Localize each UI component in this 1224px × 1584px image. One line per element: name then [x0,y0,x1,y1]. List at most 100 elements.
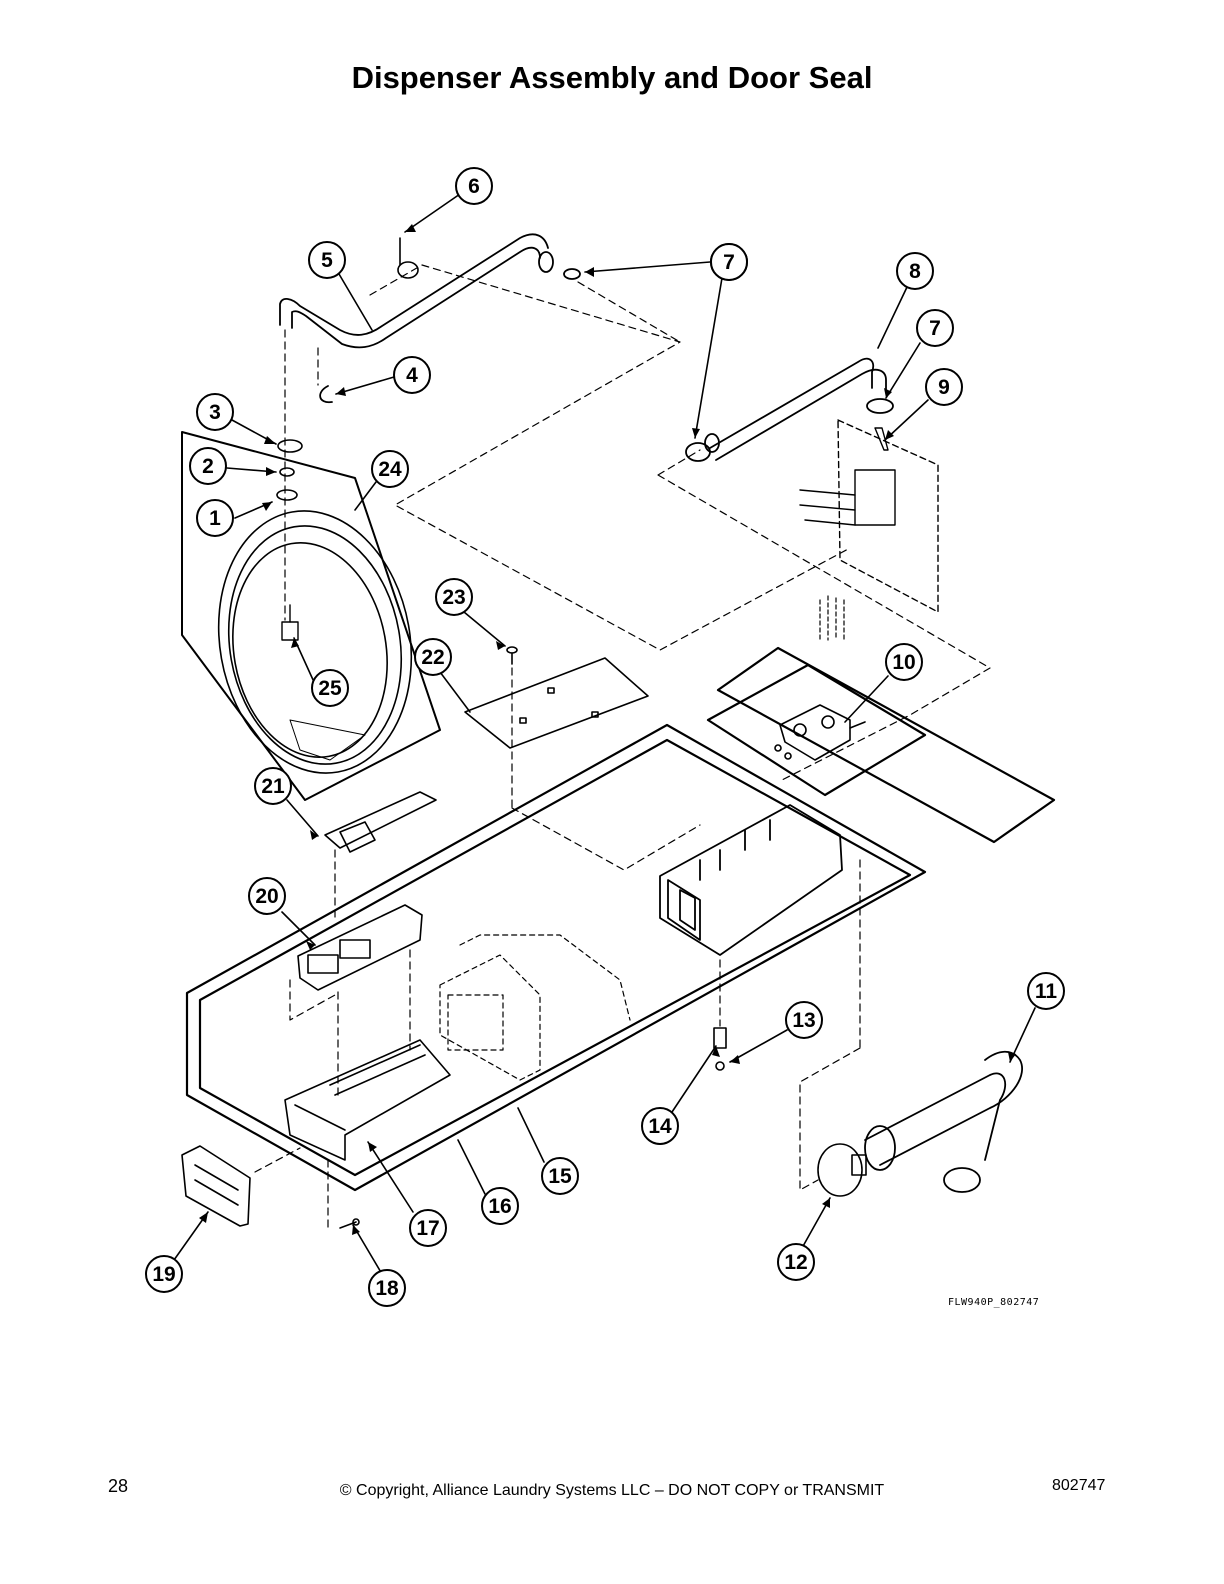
callout-4: 4 [393,356,431,394]
valve-bracket-frame [706,646,1056,844]
callout-9: 9 [925,368,963,406]
callout-circle [145,1255,183,1293]
callout-circle [189,447,227,485]
callout-circle [785,1001,823,1039]
callout-17: 17 [409,1209,447,1247]
callout-circle [641,1107,679,1145]
callout-23: 23 [435,578,473,616]
callout-circle [435,578,473,616]
upper-hose [279,233,554,349]
callout-25: 25 [311,669,349,707]
callout-22: 22 [414,638,452,676]
assembly-guide-lines [254,264,991,1233]
callout-6: 6 [455,167,493,205]
callout-3: 3 [196,393,234,431]
callout-13: 13 [785,1001,823,1039]
dispenser-cup-21 [324,791,437,853]
callout-circle [1027,972,1065,1010]
callout-circle [896,252,934,290]
cover-plate-22 [464,657,649,749]
callout-circle [925,368,963,406]
callout-12: 12 [777,1243,815,1281]
callout-label: 6 [468,175,480,198]
callout-label: 2 [202,455,214,478]
callout-14: 14 [641,1107,679,1145]
callout-label: 18 [375,1277,399,1300]
callout-7: 7 [710,243,748,281]
callout-label: 13 [792,1009,815,1032]
copyright-notice: © Copyright, Alliance Laundry Systems LL… [339,1482,885,1499]
inlet-valve-upper [799,419,939,613]
callout-circle [409,1209,447,1247]
callout-5: 5 [308,241,346,279]
callout-15: 15 [541,1157,579,1195]
callout-2: 2 [189,447,227,485]
callout-label: 8 [909,260,921,283]
callout-circle [455,167,493,205]
arrow-heads [199,224,1016,1235]
seal-fitting [281,604,299,641]
callout-7: 7 [916,309,954,347]
callout-circle [248,877,286,915]
callout-label: 9 [938,376,950,399]
callout-label: 23 [442,586,465,609]
document-number: 802747 [1052,1477,1106,1494]
callout-label: 7 [723,251,735,274]
hose-clamp-left [685,442,711,462]
callout-18: 18 [368,1269,406,1307]
figure-code: FLW940P_802747 [948,1297,1040,1308]
drain-hose-11 [864,1050,1023,1193]
callout-21: 21 [254,767,292,805]
callout-8: 8 [896,252,934,290]
callout-circle [414,638,452,676]
dispenser-tub [659,804,843,956]
screw-23 [506,646,518,665]
callout-19: 19 [145,1255,183,1293]
callout-label: 16 [488,1195,511,1218]
washer-13 [715,1061,725,1071]
callout-circle [885,643,923,681]
callout-label: 14 [648,1115,672,1138]
callout-circle [311,669,349,707]
callout-circle [308,241,346,279]
water-valve-10 [774,704,866,761]
callout-label: 20 [255,885,278,908]
callout-label: 5 [321,249,333,272]
valve-wires [819,595,845,641]
drawer-handle-19 [181,1145,251,1227]
hose-clamp-top [563,268,581,280]
callout-label: 22 [421,646,444,669]
callout-label: 12 [784,1251,807,1274]
callout-16: 16 [481,1187,519,1225]
callout-circle [393,356,431,394]
callout-label: 19 [152,1263,175,1286]
callout-label: 1 [209,507,221,530]
dispenser-drawer-17 [284,1039,451,1161]
callout-circle [541,1157,579,1195]
cabinet-top-outline [185,723,927,1192]
callout-20: 20 [248,877,286,915]
leader-lines [173,193,1036,1275]
callout-24: 24 [371,450,409,488]
callout-label: 24 [378,458,402,481]
hose-clamp-right [866,398,894,414]
callout-10: 10 [885,643,923,681]
screw-18 [339,1218,360,1229]
callout-label: 17 [416,1217,439,1240]
tub-fitting-14 [713,1027,727,1049]
washers [276,439,303,501]
callout-label: 3 [209,401,221,424]
callout-circle [254,767,292,805]
callout-markers: 1234567787910111213141516171819202122232… [145,167,1065,1307]
callout-circle [196,499,234,537]
callout-label: 25 [318,677,342,700]
page-title: Dispenser Assembly and Door Seal [351,60,873,95]
dispenser-cover-20 [297,904,423,991]
page-number: 28 [108,1476,129,1496]
callout-circle [481,1187,519,1225]
door-seal-outline [181,431,441,801]
callout-label: 4 [406,364,418,387]
callout-circle [371,450,409,488]
callout-label: 10 [892,651,915,674]
